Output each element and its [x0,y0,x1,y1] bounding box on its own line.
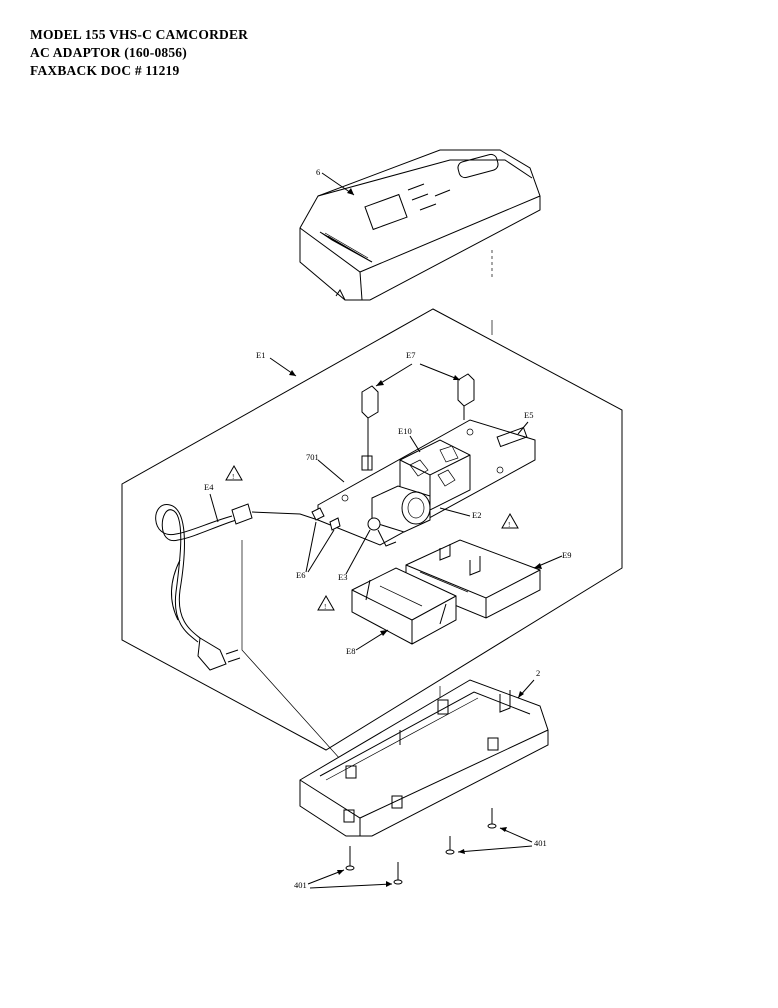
callout-screws-right: 401 [534,838,547,848]
callout-e3: E3 [338,572,347,582]
callout-e8: E8 [346,646,355,656]
callout-e10: E10 [398,426,412,436]
screws [345,808,497,885]
callout-e6: E6 [296,570,305,580]
warning-icon: ! [225,464,243,481]
svg-text:!: ! [508,521,510,529]
callout-cord: E4 [204,482,214,492]
callout-e2: E2 [472,510,481,520]
power-cord [155,503,319,671]
svg-text:!: ! [324,603,326,611]
warning-icon: ! [501,512,519,529]
top-cover [299,149,541,301]
callout-pcb: 701 [306,452,319,462]
document-header: MODEL 155 VHS-C CAMCORDER AC ADAPTOR (16… [30,26,248,80]
doc-number: FAXBACK DOC # 11219 [30,63,180,78]
callout-bottom-case: 2 [536,668,540,678]
contact-clips [361,373,475,471]
callout-top-cover: 6 [316,167,320,177]
assembly-outline [121,308,623,751]
callout-assembly: E1 [256,350,265,360]
thermal-fuse [367,517,397,547]
warning-icon: ! [317,594,335,611]
model-title: MODEL 155 VHS-C CAMCORDER [30,27,249,42]
mounting-bracket [351,567,457,645]
svg-text:!: ! [232,473,234,481]
callout-e9: E9 [562,550,571,560]
callout-clips: E7 [406,350,415,360]
part-title: AC ADAPTOR (160-0856) [30,45,187,60]
connector-pins [311,507,341,531]
callout-screws-left: 401 [294,880,307,890]
bottom-case [299,679,549,837]
callout-e5: E5 [524,410,533,420]
